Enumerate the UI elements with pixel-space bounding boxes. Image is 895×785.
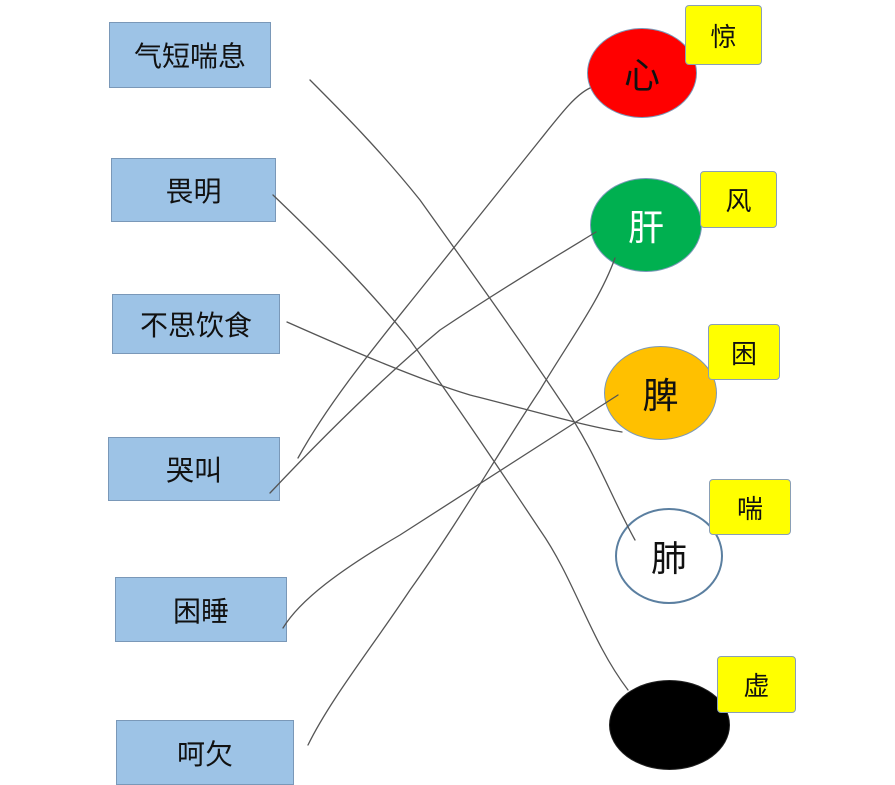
tag-sleepy: 困	[708, 324, 780, 380]
symptom-box-no-appetite: 不思饮食	[112, 294, 280, 354]
symptom-label: 不思饮食	[139, 309, 252, 342]
tag-label: 困	[730, 339, 757, 370]
tag-label: 风	[725, 187, 752, 217]
organ-circle-kidney: 肾	[609, 680, 730, 770]
tag-label: 喘	[736, 494, 763, 525]
line-crying-to-heart	[297, 87, 591, 459]
line-no-appetite-to-spleen	[286, 321, 623, 433]
symptom-box-drowsiness: 困睡	[115, 577, 287, 642]
tag-label: 惊	[710, 22, 737, 53]
organ-circle-spleen: 脾	[604, 346, 717, 440]
symptom-label: 哭叫	[165, 454, 222, 487]
line-yawning-to-liver	[307, 257, 616, 746]
organ-label: 脾	[642, 376, 679, 417]
line-drowsiness-to-spleen	[282, 394, 619, 629]
tag-pant: 喘	[709, 479, 791, 535]
symptom-label: 困睡	[172, 594, 229, 628]
organ-circle-heart: 心	[587, 28, 697, 118]
symptom-label: 畏明	[165, 175, 222, 208]
line-shortness-of-breath-to-lung	[309, 79, 636, 541]
organ-label: 肺	[650, 539, 687, 580]
line-photophobia-to-kidney	[272, 194, 629, 691]
line-crying-to-liver	[269, 231, 597, 494]
symptom-label: 气短喘息	[133, 40, 246, 73]
symptom-label: 呵欠	[176, 737, 233, 771]
organ-label: 心	[623, 56, 660, 97]
symptom-box-shortness-of-breath: 气短喘息	[109, 22, 271, 88]
organ-circle-liver: 肝	[590, 178, 702, 272]
organ-label: 肝	[627, 208, 664, 249]
tag-wind: 风	[700, 171, 777, 228]
tag-label: 虚	[743, 672, 770, 702]
tag-fright: 惊	[685, 5, 762, 65]
tag-deficiency: 虚	[717, 656, 796, 713]
symptom-box-yawning: 呵欠	[116, 720, 294, 785]
symptom-box-crying: 哭叫	[108, 437, 280, 501]
organ-label: 肾	[651, 708, 688, 749]
organ-circle-lung: 肺	[615, 508, 723, 604]
symptom-box-photophobia: 畏明	[111, 158, 276, 222]
